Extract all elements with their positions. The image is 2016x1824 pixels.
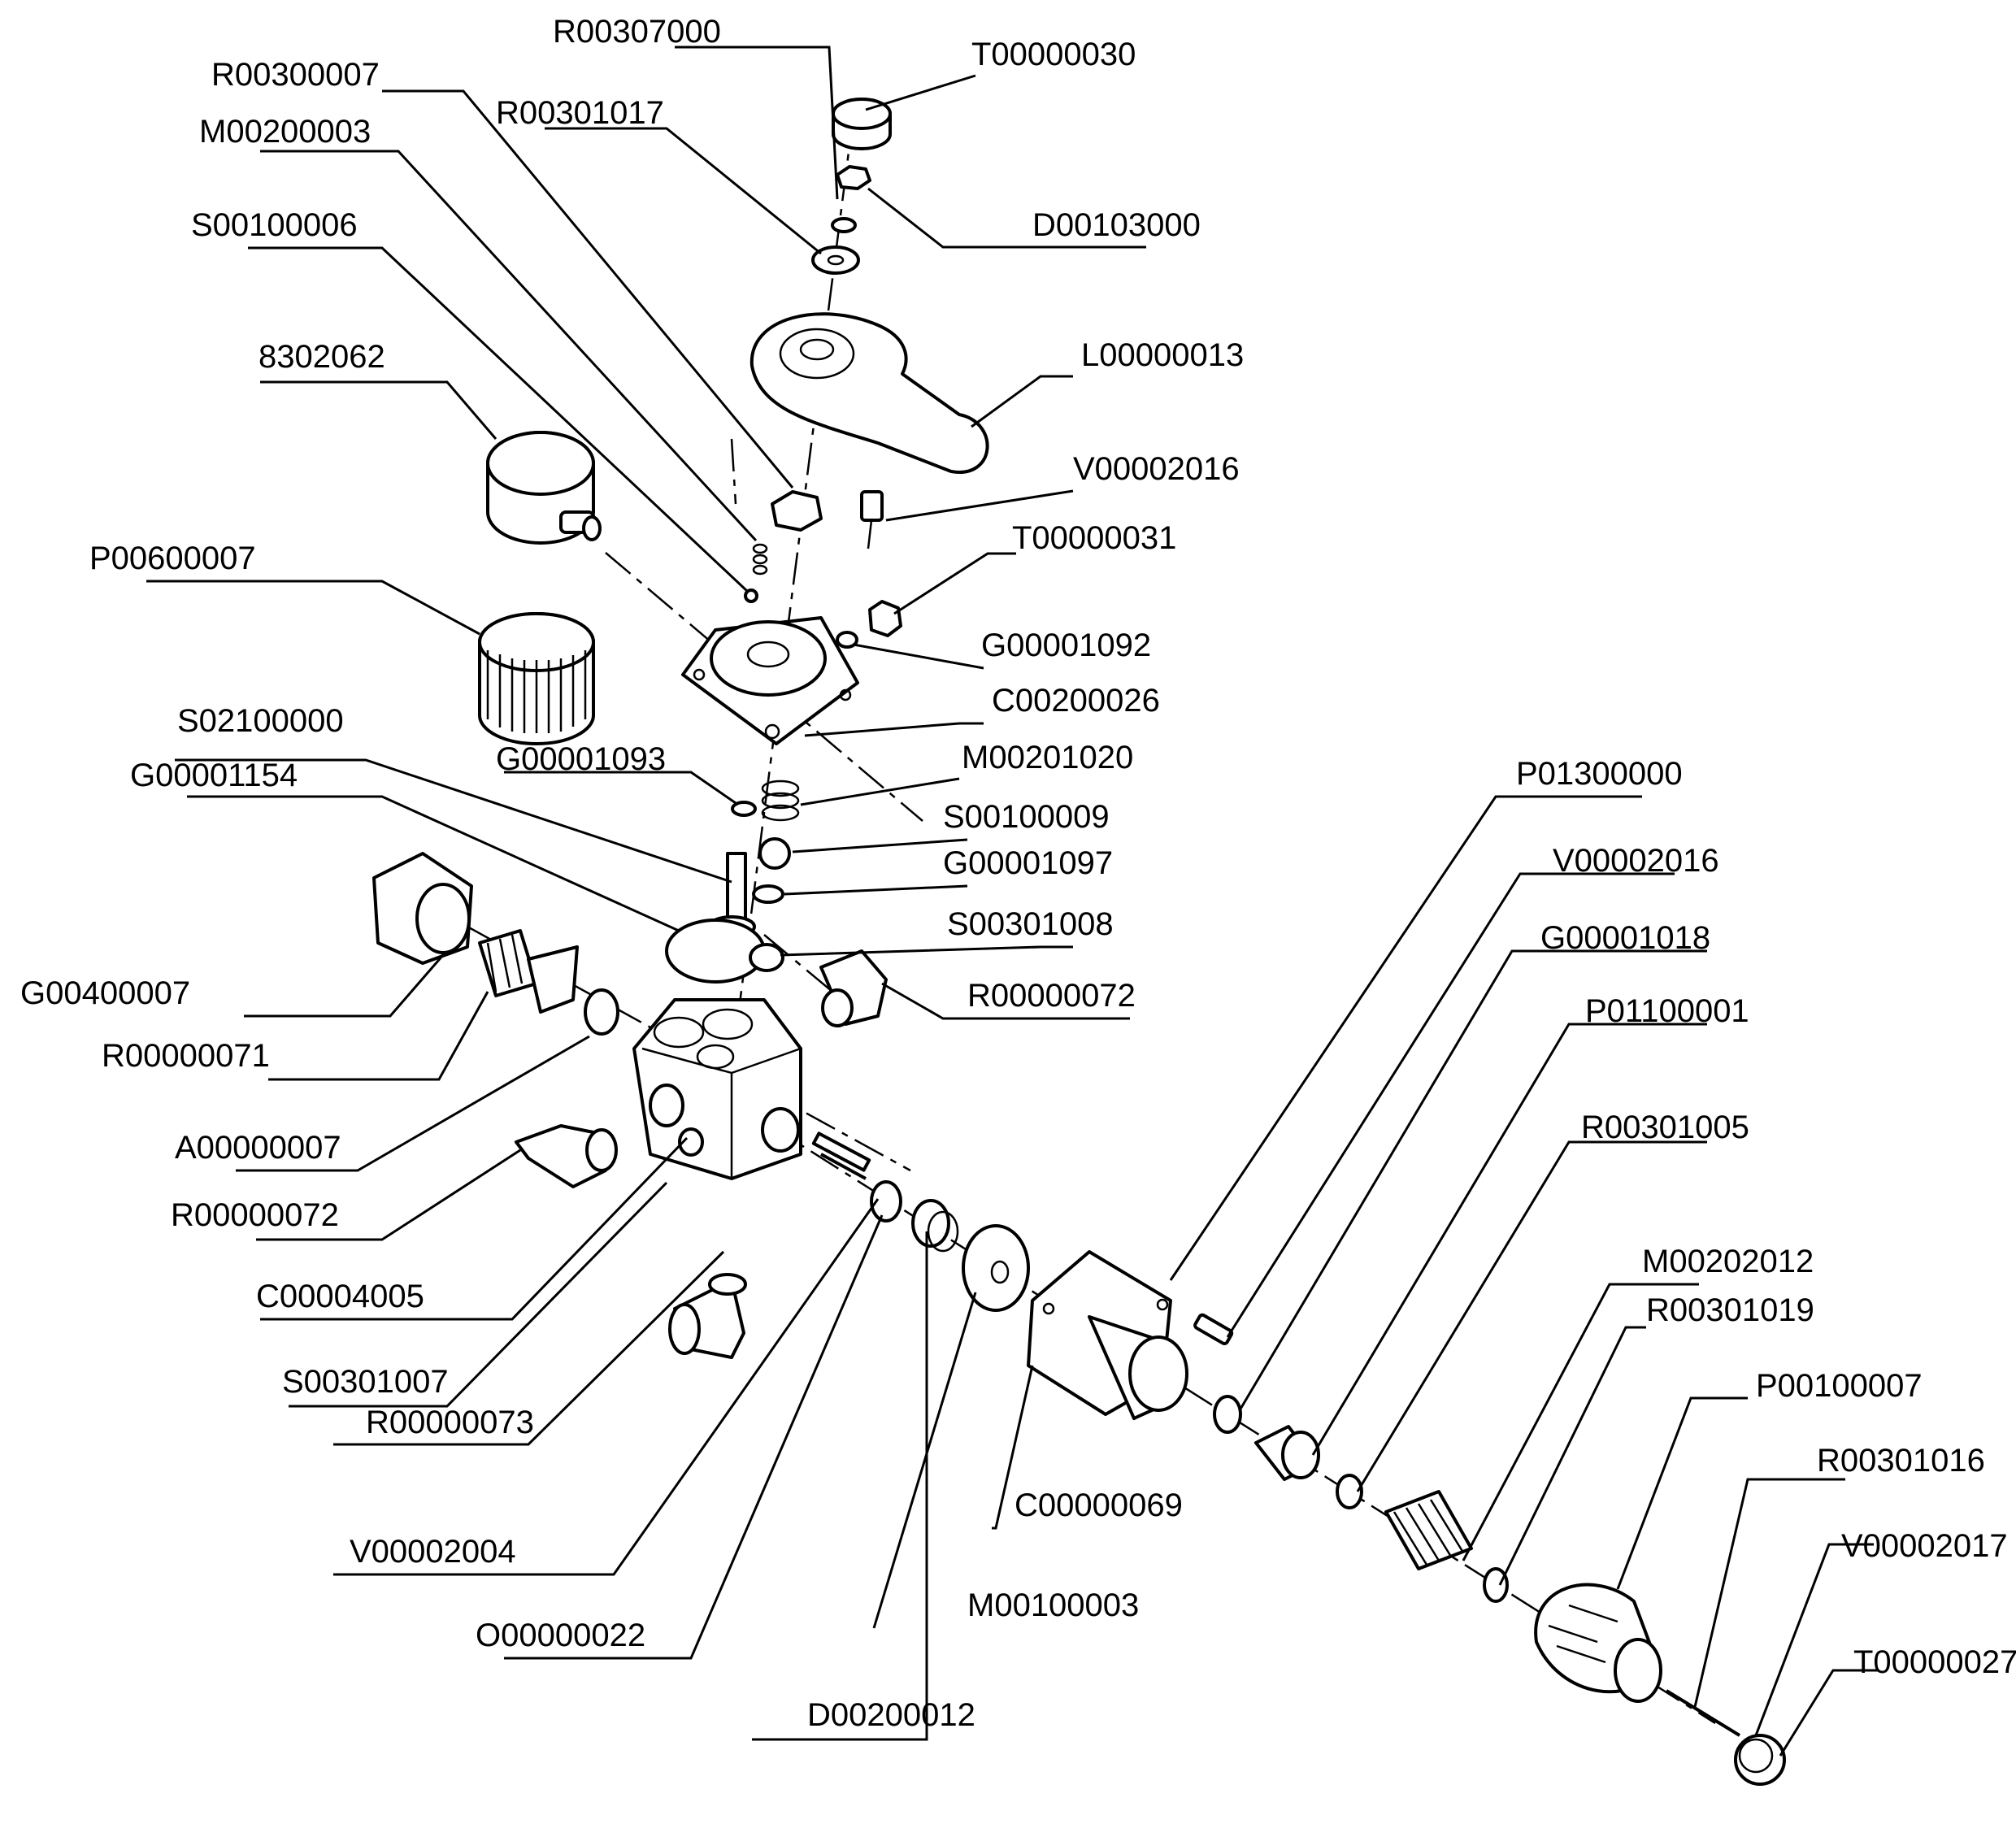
parts	[372, 98, 1786, 1786]
lever-part	[749, 312, 989, 474]
label-V00002017: V00002017	[1841, 1528, 2008, 1564]
label-V00002016-lower: V00002016	[1553, 843, 1719, 879]
washer-part-3	[1483, 1567, 1509, 1603]
label-C00200026: C00200026	[992, 683, 1160, 719]
elbow-part-upper	[819, 949, 888, 1027]
nut-part	[836, 165, 871, 190]
label-M00202012: M00202012	[1642, 1244, 1814, 1279]
label-M00200003: M00200003	[199, 114, 371, 150]
oring-part-1	[836, 631, 858, 649]
cap-part	[832, 98, 892, 150]
label-S00100006: S00100006	[191, 207, 358, 243]
label-R00000072-upper: R00000072	[967, 978, 1136, 1014]
label-D00103000: D00103000	[1032, 207, 1201, 243]
label-G00001154: G00001154	[130, 758, 298, 793]
label-P00100007: P00100007	[1756, 1368, 1923, 1404]
label-R00307000: R00307000	[553, 14, 721, 50]
label-R00000071: R00000071	[102, 1038, 270, 1074]
screw-part-lower	[1193, 1313, 1234, 1345]
regulator-spring-part	[1384, 1490, 1473, 1570]
oring-part-2	[731, 801, 757, 817]
label-G00400007: G00400007	[20, 975, 190, 1011]
label-G00001018: G00001018	[1540, 920, 1710, 956]
label-T00000031: T00000031	[1012, 520, 1176, 556]
label-T00000030: T00000030	[971, 37, 1136, 72]
washer-part-2	[1336, 1474, 1363, 1509]
label-L00000013: L00000013	[1081, 337, 1244, 373]
spring-part	[761, 780, 800, 822]
label-T00000027: T00000027	[1853, 1644, 2016, 1680]
label-G00001092: G00001092	[981, 628, 1151, 663]
label-M00201020: M00201020	[962, 740, 1133, 775]
label-G00001093: G00001093	[496, 741, 666, 777]
label-R00301016: R00301016	[1817, 1443, 1985, 1479]
label-S00100009: S00100009	[943, 799, 1110, 835]
seat-part	[749, 943, 784, 972]
screw-part-upper	[860, 490, 884, 549]
ball-part-2	[758, 837, 791, 870]
part-labels: R00307000 T00000030 R00300007 M00200003 …	[20, 14, 2016, 1733]
label-P00600007: P00600007	[89, 541, 256, 576]
oring-part-3	[752, 884, 784, 904]
washer-part	[811, 245, 860, 275]
label-M00100003: M00100003	[967, 1587, 1139, 1623]
label-A00000007: A00000007	[175, 1130, 341, 1166]
label-R00000073: R00000073	[366, 1405, 534, 1440]
piston-part	[811, 1131, 871, 1180]
knob-part	[1534, 1583, 1662, 1703]
large-oring-part	[665, 919, 766, 984]
rod-part	[1665, 1689, 1741, 1737]
large-nut-part	[372, 852, 473, 965]
label-R00301019: R00301019	[1646, 1292, 1814, 1328]
pump-body-part	[632, 998, 802, 1180]
label-R00300007: R00300007	[211, 57, 380, 93]
cover-part	[681, 616, 859, 745]
gauge-part	[486, 431, 602, 545]
ball-part	[744, 588, 758, 603]
label-V00002004: V00002004	[350, 1534, 516, 1570]
label-S00301008: S00301008	[947, 906, 1114, 942]
label-S02100000: S02100000	[177, 703, 344, 739]
end-cap-part	[1734, 1734, 1786, 1786]
label-R00301017: R00301017	[496, 95, 664, 131]
label-P01300000: P01300000	[1516, 756, 1683, 792]
adapter-ring-part	[584, 988, 619, 1036]
label-O00000022: O00000022	[476, 1618, 645, 1653]
hex-nut-part	[771, 490, 823, 532]
disc-part	[962, 1224, 1030, 1312]
leader-lines	[146, 46, 1878, 1757]
label-R00301005: R00301005	[1581, 1110, 1749, 1145]
plug-part	[868, 600, 902, 637]
oring-part-5	[1213, 1395, 1242, 1434]
small-spring-part	[752, 543, 768, 575]
label-V00002016-upper: V00002016	[1073, 451, 1240, 487]
elbow-part-lower	[515, 1124, 618, 1188]
label-C00004005: C00004005	[256, 1279, 424, 1314]
elbow-part-bottom	[668, 1273, 747, 1359]
label-P01100001: P01100001	[1585, 993, 1749, 1029]
fitting-part	[478, 929, 579, 1014]
housing-part	[1027, 1250, 1188, 1420]
ring-gear-part	[478, 612, 595, 745]
label-D00200012: D00200012	[807, 1697, 975, 1733]
label-G00001097: G00001097	[943, 845, 1113, 881]
plunger-part	[1254, 1425, 1320, 1481]
small-washer-part	[831, 217, 857, 233]
label-8302062: 8302062	[259, 339, 385, 375]
label-C00000069: C00000069	[1015, 1487, 1183, 1523]
label-R00000072-lower: R00000072	[171, 1197, 339, 1233]
seal-part	[911, 1199, 959, 1253]
label-S00301007: S00301007	[282, 1364, 449, 1400]
oring-part-4	[870, 1180, 902, 1223]
